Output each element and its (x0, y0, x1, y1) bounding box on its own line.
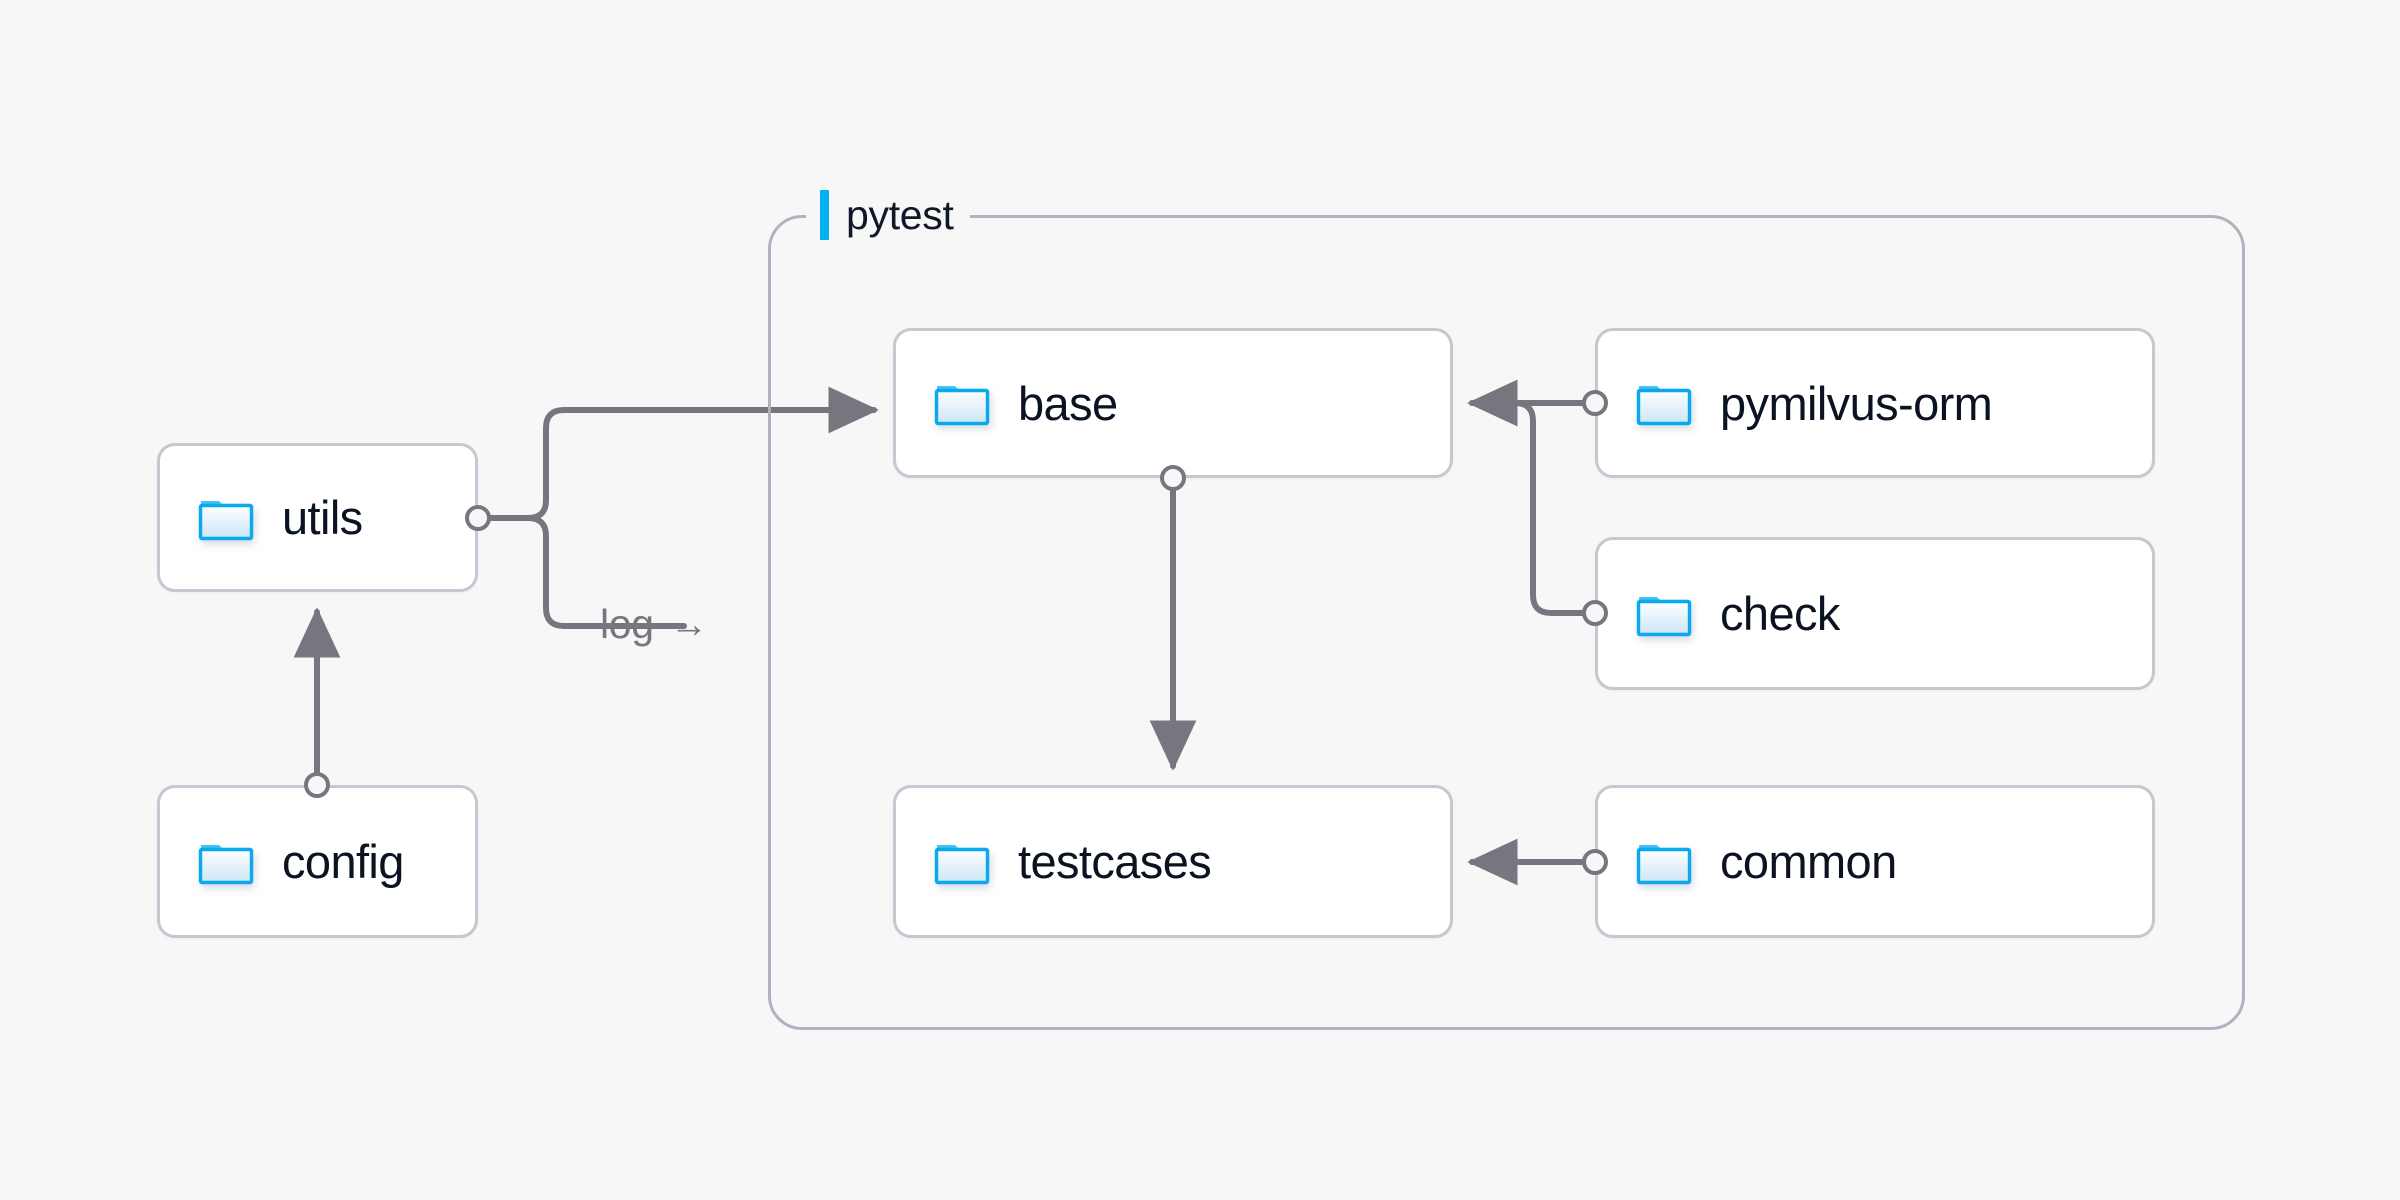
node-label: utils (282, 491, 363, 544)
check-left-port[interactable] (1582, 600, 1608, 626)
folder-icon (1636, 590, 1692, 638)
folder-icon (934, 838, 990, 886)
pytest-group-label: pytest (806, 188, 970, 242)
node-label: common (1720, 835, 1897, 888)
common-left-port[interactable] (1582, 849, 1608, 875)
pytest-group-container[interactable] (768, 215, 2245, 1030)
node-label: pymilvus-orm (1720, 376, 1993, 430)
node-label: testcases (1018, 835, 1212, 888)
node-common[interactable]: common (1595, 785, 2155, 938)
folder-icon (934, 379, 990, 427)
node-label: base (1018, 376, 1118, 430)
node-label: config (282, 835, 404, 888)
node-pymilvus-orm[interactable]: pymilvus-orm (1595, 328, 2155, 478)
config-top-port[interactable] (304, 772, 330, 798)
pymilvus-orm-left-port[interactable] (1582, 390, 1608, 416)
folder-icon (1636, 379, 1692, 427)
edge-label-log-text: log (600, 601, 654, 647)
folder-icon (1636, 838, 1692, 886)
utils-right-port[interactable] (465, 505, 491, 531)
pytest-group-label-text: pytest (846, 191, 954, 238)
node-base[interactable]: base (893, 328, 1453, 478)
accent-bar-icon (820, 190, 829, 240)
base-bottom-port[interactable] (1160, 465, 1186, 491)
node-check[interactable]: check (1595, 537, 2155, 690)
arrow-right-icon: → (669, 603, 708, 646)
node-utils[interactable]: utils (157, 443, 478, 592)
folder-icon (198, 494, 254, 542)
node-label: check (1720, 587, 1840, 640)
node-testcases[interactable]: testcases (893, 785, 1453, 938)
edge-label-log: log → (600, 604, 708, 645)
folder-icon (198, 838, 254, 886)
node-config[interactable]: config (157, 785, 478, 938)
